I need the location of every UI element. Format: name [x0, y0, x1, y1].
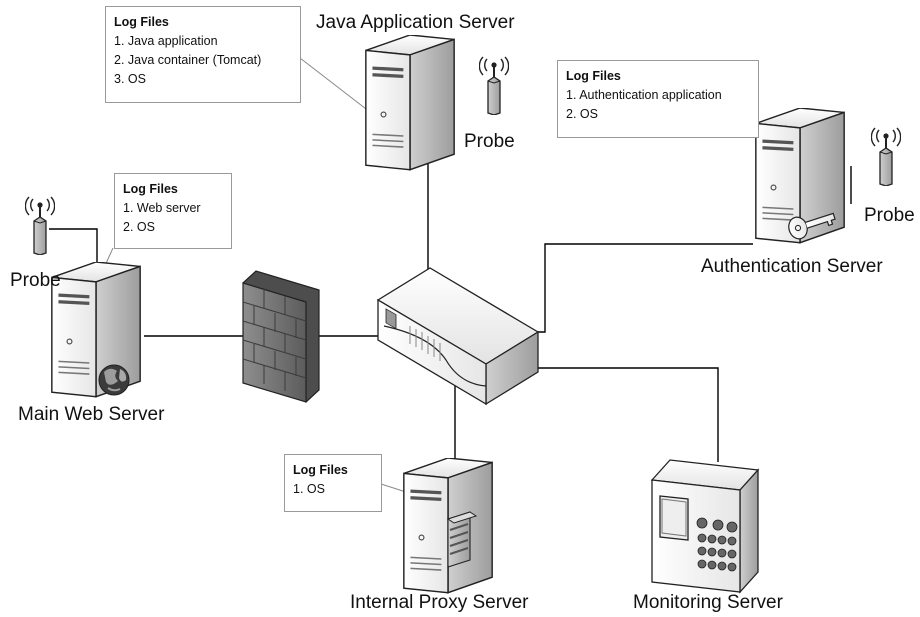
web-server-icon[interactable] — [50, 262, 142, 399]
java-log-line: 1. Java application — [114, 34, 218, 48]
leader-proxy-note — [380, 483, 407, 493]
proxy-log-title: Log Files — [293, 463, 348, 477]
globe-icon — [98, 364, 130, 396]
auth-server-label: Authentication Server — [701, 256, 883, 277]
web-probe-icon — [25, 196, 55, 255]
auth-log-line: 1. Authentication application — [566, 88, 722, 102]
auth-probe-icon — [871, 127, 901, 186]
auth-server-icon[interactable] — [754, 108, 846, 245]
java-probe-label: Probe — [464, 131, 515, 152]
web-log-note: Log Files 1. Web server 2. OS — [114, 173, 232, 249]
web-log-line: 1. Web server — [123, 201, 201, 215]
key-icon — [788, 212, 836, 240]
proxy-badge-icon — [446, 511, 478, 568]
auth-log-line: 2. OS — [566, 107, 598, 121]
java-server-icon[interactable] — [364, 35, 456, 172]
monitor-server-icon[interactable] — [650, 459, 760, 594]
link-switch-monitor — [538, 367, 719, 462]
proxy-log-note: Log Files 1. OS — [284, 454, 382, 512]
auth-probe-label: Probe — [864, 205, 915, 226]
auth-log-title: Log Files — [566, 69, 621, 83]
firewall-icon — [242, 270, 320, 403]
auth-log-note: Log Files 1. Authentication application … — [557, 60, 759, 138]
network-switch-icon — [376, 267, 540, 406]
java-log-title: Log Files — [114, 15, 169, 29]
web-probe-label: Probe — [10, 270, 61, 291]
monitor-server-label: Monitoring Server — [633, 592, 783, 613]
proxy-server-label: Internal Proxy Server — [350, 592, 529, 613]
java-log-line: 3. OS — [114, 72, 146, 86]
link-probe-web — [49, 228, 98, 270]
proxy-log-line: 1. OS — [293, 482, 325, 496]
java-server-label: Java Application Server — [316, 12, 515, 33]
java-probe-icon — [479, 56, 509, 115]
proxy-server-icon[interactable] — [402, 458, 494, 595]
java-log-line: 2. Java container (Tomcat) — [114, 53, 262, 67]
java-log-note: Log Files 1. Java application 2. Java co… — [105, 6, 301, 103]
web-log-title: Log Files — [123, 182, 178, 196]
web-server-label: Main Web Server — [18, 404, 165, 425]
web-log-line: 2. OS — [123, 220, 155, 234]
leader-java-note — [299, 57, 371, 113]
